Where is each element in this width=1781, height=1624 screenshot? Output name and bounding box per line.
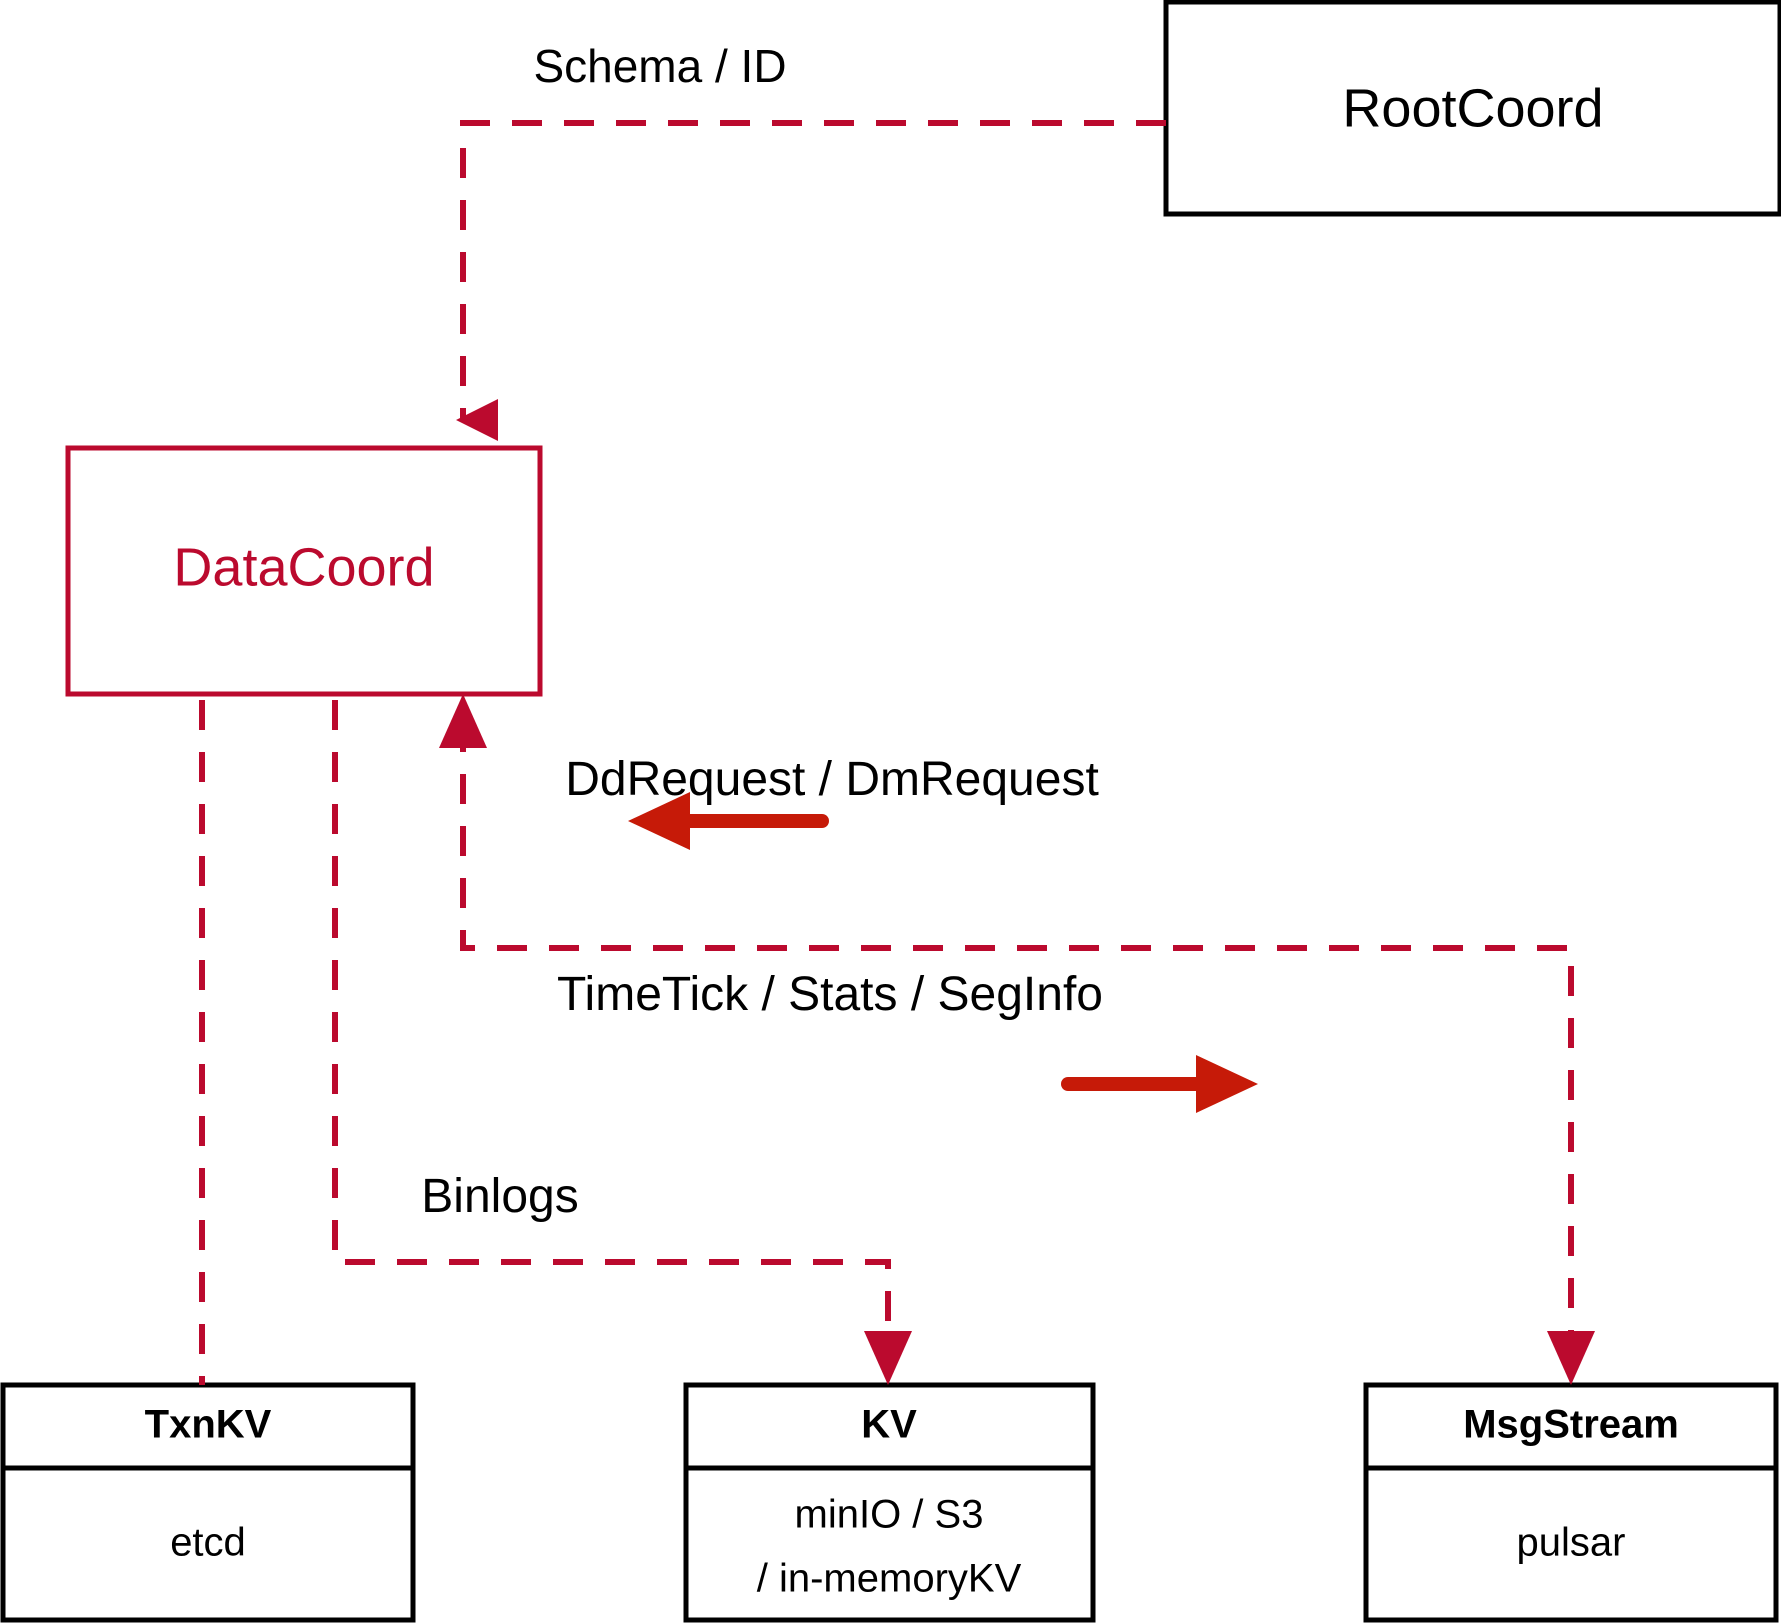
kv-sub-2: / in-memoryKV	[757, 1557, 1022, 1601]
edge-label-binlogs: Binlogs	[421, 1170, 578, 1223]
rootcoord-box	[1163, 0, 1781, 217]
edge-label-ddrequest-dmrequest: DdRequest / DmRequest	[565, 753, 1099, 806]
msgstream-sub-1: pulsar	[1517, 1521, 1626, 1565]
edge-label-schema-id: Schema / ID	[533, 40, 786, 92]
node-kv[interactable]: KV minIO / S3 / in-memoryKV	[683, 1382, 1096, 1623]
arrow-timetick-stats-seginfo	[1061, 1055, 1258, 1113]
txnkv-box	[0, 1382, 416, 1623]
arrow-ddrequest-dmrequest	[628, 792, 829, 850]
rootcoord-label: RootCoord	[1342, 78, 1603, 138]
edge-label-timetick-stats-seginfo: TimeTick / Stats / SegInfo	[557, 968, 1103, 1021]
txnkv-sub-1: etcd	[170, 1521, 246, 1565]
edge-rootcoord-to-datacoord	[456, 120, 1166, 441]
kv-sub-1: minIO / S3	[795, 1493, 984, 1537]
txnkv-title: TxnKV	[145, 1403, 272, 1447]
datacoord-label: DataCoord	[173, 537, 434, 597]
kv-title: KV	[861, 1403, 917, 1447]
arrowhead-left	[628, 792, 690, 850]
datacoord-box	[65, 445, 543, 697]
kv-box	[683, 1382, 1096, 1623]
msgstream-title: MsgStream	[1463, 1403, 1679, 1447]
node-rootcoord[interactable]: RootCoord	[1163, 0, 1781, 217]
edge-datacoord-msgstream-bus	[460, 722, 1574, 1357]
arrowhead-down-into-kv	[864, 1331, 912, 1385]
arrowhead-down-into-msgstream	[1547, 1331, 1595, 1385]
msgstream-box	[1363, 1382, 1779, 1623]
node-txnkv[interactable]: TxnKV etcd	[0, 1382, 416, 1623]
arrowhead-up-into-datacoord	[439, 694, 487, 748]
edge-datacoord-to-kv	[332, 700, 891, 1357]
arrowhead-right	[1196, 1055, 1258, 1113]
node-msgstream[interactable]: MsgStream pulsar	[1363, 1382, 1779, 1623]
node-datacoord[interactable]: DataCoord	[65, 445, 543, 697]
